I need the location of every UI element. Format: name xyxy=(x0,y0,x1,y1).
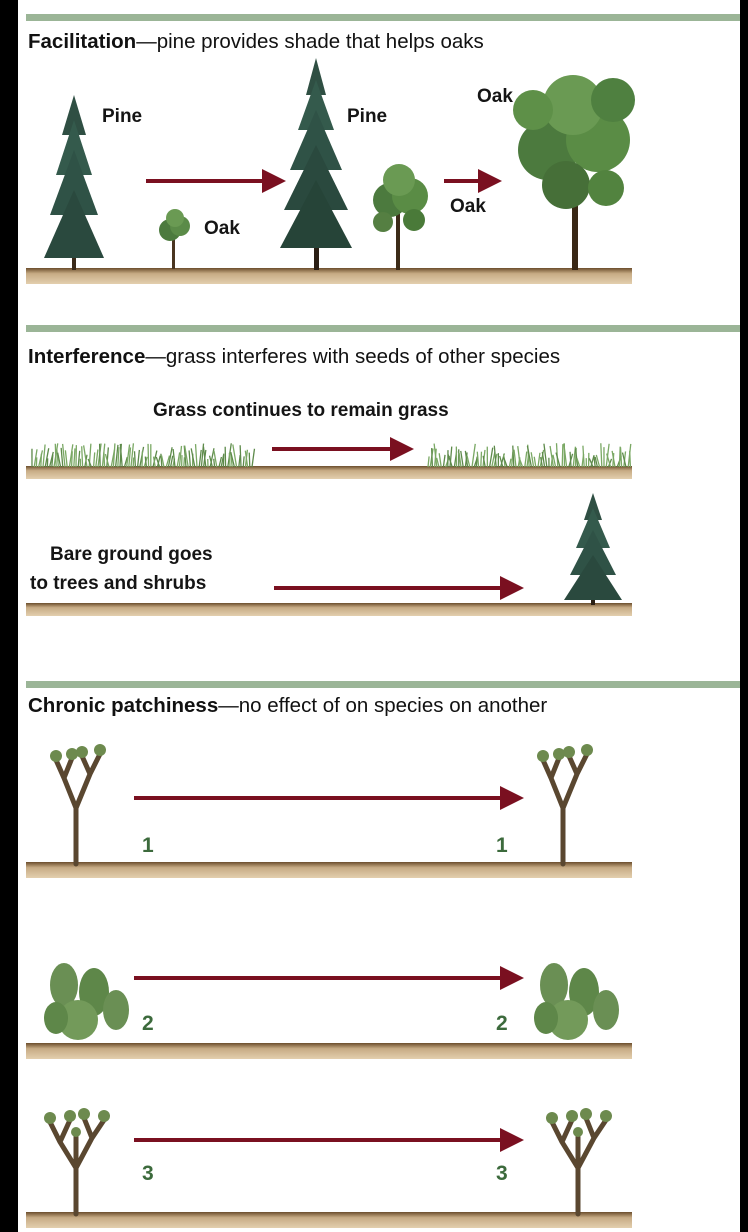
grass-blade xyxy=(72,451,73,467)
ground-strip xyxy=(26,1043,632,1059)
section-divider xyxy=(26,14,740,21)
grass-blade xyxy=(104,452,105,467)
grass-blade xyxy=(61,448,63,467)
grass-blade xyxy=(481,452,482,467)
pine-tree-icon xyxy=(280,58,352,270)
row-number: 2 xyxy=(496,1012,508,1036)
section-divider xyxy=(26,325,740,332)
grass-blade xyxy=(100,444,101,467)
heading-rest: —no effect of on species on another xyxy=(218,694,547,717)
oak-label: Oak xyxy=(450,196,486,218)
grass-blade xyxy=(630,451,631,467)
diagram-art xyxy=(18,0,740,1232)
prickly-pear-cactus-icon xyxy=(44,963,129,1040)
grass-blade xyxy=(439,453,441,467)
bare-ground-caption-line2: to trees and shrubs xyxy=(30,573,206,595)
grass-blade xyxy=(509,459,511,467)
grass-blade xyxy=(94,452,95,467)
grass-blade xyxy=(562,444,563,467)
row-number: 3 xyxy=(496,1162,508,1186)
oak-tree-icon xyxy=(373,164,428,270)
grass-blade xyxy=(252,449,254,467)
heading-rest: —pine provides shade that helps oaks xyxy=(136,30,484,53)
grass-blade xyxy=(534,457,536,467)
grass-blade xyxy=(184,457,185,467)
grass-blade xyxy=(476,457,477,467)
oak-sapling-icon xyxy=(159,209,190,269)
grass-blade xyxy=(249,453,250,467)
ground-strip xyxy=(26,603,632,616)
pine-label: Pine xyxy=(347,106,387,128)
grass-blade xyxy=(621,447,622,467)
grass-blade xyxy=(96,450,98,467)
ground-strip xyxy=(26,1212,632,1228)
prickly-pear-cactus-icon xyxy=(534,963,619,1040)
facilitation-heading: Facilitation—pine provides shade that he… xyxy=(28,30,484,54)
ground-strip xyxy=(26,466,632,479)
pine-tree-icon xyxy=(44,95,104,270)
grass-blade xyxy=(113,443,115,467)
grass-blade xyxy=(428,456,429,467)
oak-label: Oak xyxy=(477,86,513,108)
grass-blade xyxy=(78,451,80,467)
diagram-panel: Facilitation—pine provides shade that he… xyxy=(18,0,740,1232)
grass-blade xyxy=(65,450,67,467)
oak-label: Oak xyxy=(204,218,240,240)
grass-blade xyxy=(82,446,83,467)
interference-heading: Interference—grass interferes with seeds… xyxy=(28,345,560,369)
joshua-tree-icon xyxy=(44,1108,110,1214)
grass-blade xyxy=(189,450,190,467)
row-number: 1 xyxy=(496,834,508,858)
grass-blade xyxy=(199,450,201,467)
grass-blade xyxy=(55,444,56,467)
heading-bold: Interference xyxy=(28,345,145,368)
chronic-heading: Chronic patchiness—no effect of on speci… xyxy=(28,694,547,718)
grass-blade xyxy=(240,445,241,467)
row-number: 2 xyxy=(142,1012,154,1036)
oak-tree-icon xyxy=(513,75,635,270)
grass-blade xyxy=(148,444,149,467)
grass-icon xyxy=(32,443,255,467)
grass-blade xyxy=(74,448,75,467)
grass-blade xyxy=(243,456,244,467)
grass-blade xyxy=(601,443,602,467)
grass-blade xyxy=(513,446,514,467)
section-divider xyxy=(26,681,740,688)
joshua-tree-icon xyxy=(546,1108,612,1214)
ground-strip xyxy=(26,862,632,878)
grass-blade xyxy=(570,452,571,467)
grass-blade xyxy=(135,451,136,467)
grass-icon xyxy=(428,443,631,467)
grass-blade xyxy=(229,453,230,467)
row-number: 3 xyxy=(142,1162,154,1186)
grass-blade xyxy=(214,459,215,467)
heading-bold: Facilitation xyxy=(28,30,136,53)
pine-tree-icon xyxy=(564,493,622,605)
joshua-tree-icon xyxy=(537,744,593,864)
grass-blade xyxy=(41,454,42,467)
grass-blade xyxy=(583,446,584,467)
grass-blade xyxy=(525,452,527,467)
grass-blade xyxy=(538,453,540,467)
grass-blade xyxy=(443,455,445,467)
grass-blade xyxy=(196,444,197,467)
bare-ground-caption-line1: Bare ground goes xyxy=(50,544,213,566)
grass-blade xyxy=(138,450,140,467)
grass-blade xyxy=(477,452,478,467)
row-number: 1 xyxy=(142,834,154,858)
joshua-tree-icon xyxy=(50,744,106,864)
heading-rest: —grass interferes with seeds of other sp… xyxy=(145,345,560,368)
grass-blade xyxy=(171,456,173,467)
grass-blade xyxy=(432,448,433,467)
grass-caption: Grass continues to remain grass xyxy=(153,400,449,422)
pine-label: Pine xyxy=(102,106,142,128)
heading-bold: Chronic patchiness xyxy=(28,694,218,717)
ground-strip xyxy=(26,268,632,284)
grass-blade xyxy=(43,444,45,467)
